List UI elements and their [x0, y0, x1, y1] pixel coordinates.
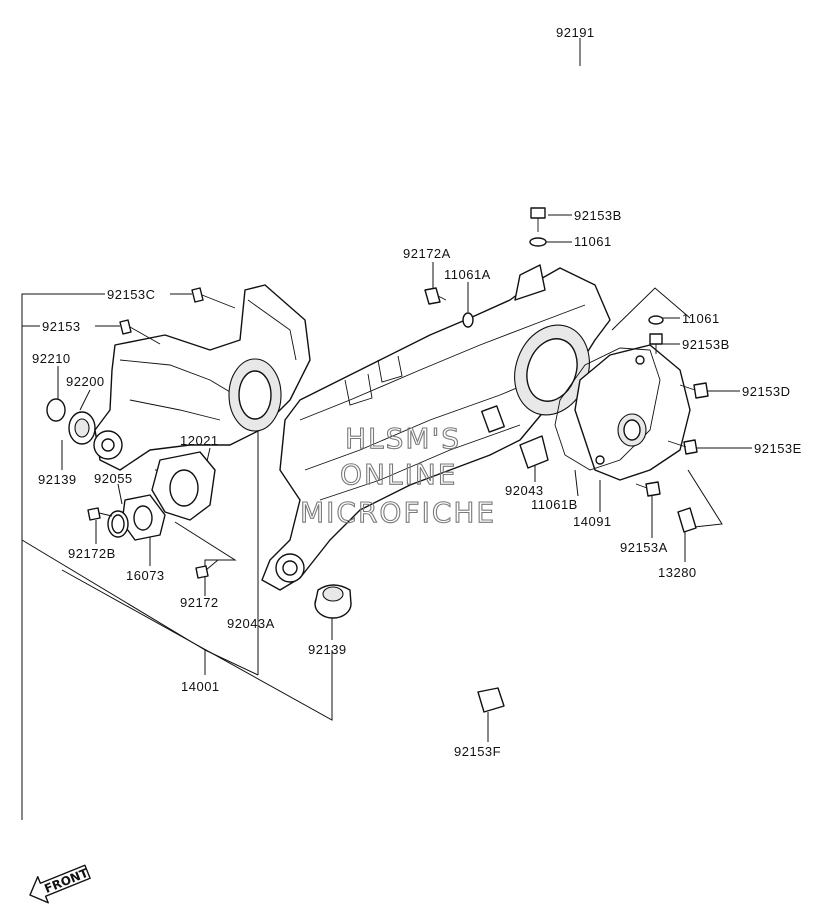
label-92172b: 92172B — [68, 546, 116, 561]
label-92153e: 92153E — [754, 441, 802, 456]
label-92043a: 92043A — [227, 616, 275, 631]
label-12021: 12021 — [180, 433, 219, 448]
label-11061-right: 11061 — [682, 311, 720, 326]
label-92153b-top: 92153B — [574, 208, 622, 223]
label-92139-bottom: 92139 — [308, 642, 347, 657]
drive-belt — [512, 65, 722, 233]
label-92153b-right: 92153B — [682, 337, 730, 352]
label-11061a: 11061A — [444, 267, 491, 282]
label-92172a: 92172A — [403, 246, 451, 261]
watermark-line-1: HLSM'S — [345, 422, 461, 455]
label-92055: 92055 — [94, 471, 133, 486]
leader-lines — [21, 38, 752, 820]
label-14001: 14001 — [181, 679, 220, 694]
label-92153d: 92153D — [742, 384, 791, 399]
label-16073: 16073 — [126, 568, 165, 583]
bearings — [46, 398, 352, 619]
crankcase-assembly — [261, 264, 611, 591]
label-92043: 92043 — [505, 483, 544, 498]
label-92200: 92200 — [66, 374, 105, 389]
label-92153c: 92153C — [107, 287, 156, 302]
label-14091: 14091 — [573, 514, 612, 529]
label-11061b: 11061B — [531, 497, 578, 512]
label-13280: 13280 — [658, 565, 697, 580]
label-92153f: 92153F — [454, 744, 501, 759]
label-11061-top: 11061 — [574, 234, 612, 249]
right-cover — [554, 344, 691, 481]
fasteners — [87, 207, 709, 713]
label-92210: 92210 — [32, 351, 71, 366]
label-92153: 92153 — [42, 319, 81, 334]
watermark-line-2: ONLINE — [340, 458, 457, 491]
label-92172: 92172 — [180, 595, 219, 610]
label-92191: 92191 — [556, 25, 595, 40]
part-labels: 92191 92153B 11061 92172A 11061A 11061 9… — [32, 25, 802, 759]
front-label: FRONT — [42, 865, 91, 895]
label-92153a: 92153A — [620, 540, 668, 555]
watermark-line-3: MICROFICHE — [300, 496, 496, 529]
label-92139-left: 92139 — [38, 472, 77, 487]
watermark: HLSM'S ONLINE MICROFICHE — [299, 421, 496, 529]
left-crankcase-half — [93, 284, 311, 471]
front-arrow: FRONT — [29, 864, 91, 904]
intake-parts — [107, 451, 216, 541]
